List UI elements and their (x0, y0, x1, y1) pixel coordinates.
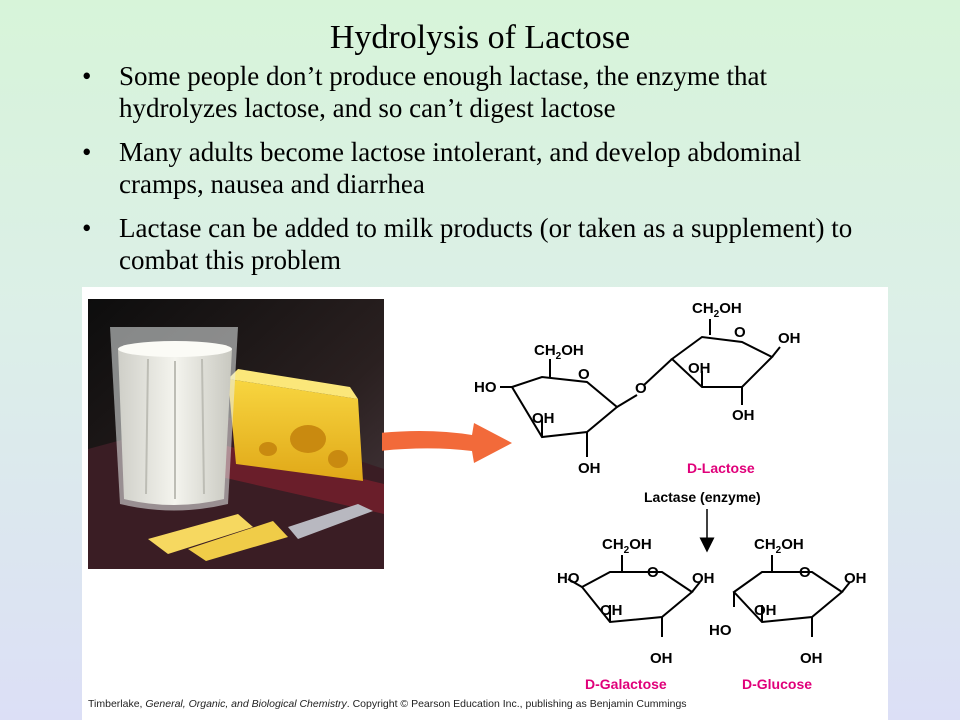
o-label: O (734, 324, 746, 341)
slide-title: Hydrolysis of Lactose (329, 19, 631, 56)
o-label: O (578, 366, 590, 383)
oh-label: OH (650, 650, 673, 667)
lactose-structure-diagram: CH2OH O HO OH OH O CH2OH O OH OH OH D-La… (382, 300, 867, 692)
galactose-label: D-Galactose (585, 676, 667, 692)
bullet-item: • Lactase can be added to milk products (… (82, 212, 862, 276)
credit-suffix: . Copyright © Pearson Education Inc., pu… (346, 698, 687, 710)
oh-label: OH (778, 330, 801, 347)
bullet-item: • Some people don’t produce enough lactas… (82, 60, 862, 124)
ch2oh-label: CH2OH (534, 342, 584, 362)
bullet-text: Lactase can be added to milk products (o… (119, 213, 853, 275)
credit-prefix: Timberlake, (88, 698, 146, 710)
bullet-dot: • (82, 213, 92, 243)
ho-label: HO (474, 379, 497, 396)
ch2oh-label: CH2OH (692, 300, 742, 320)
milk-cheese-photo (88, 299, 384, 569)
ho-label: HO (709, 622, 732, 639)
ho-label: HO (557, 570, 580, 587)
oh-label: OH (600, 602, 623, 619)
oh-label: OH (692, 570, 715, 587)
figure-credit: Timberlake, General, Organic, and Biolog… (88, 698, 687, 710)
o-label: O (635, 380, 647, 397)
enzyme-label: Lactase (enzyme) (644, 489, 761, 505)
oh-label: OH (844, 570, 867, 587)
o-label: O (799, 564, 811, 581)
glucose-label: D-Glucose (742, 676, 812, 692)
credit-title: General, Organic, and Biological Chemist… (145, 698, 347, 710)
bullet-item: • Many adults become lactose intolerant, … (82, 136, 862, 200)
lactose-hydrolysis-figure: CH2OH O HO OH OH O CH2OH O OH OH OH D-La… (82, 287, 888, 720)
bullet-dot: • (82, 137, 92, 167)
oh-label: OH (754, 602, 777, 619)
ch2oh-label: CH2OH (754, 536, 804, 556)
ch2oh-label: CH2OH (602, 536, 652, 556)
bullet-text: Many adults become lactose intolerant, a… (119, 137, 802, 199)
oh-label: OH (532, 410, 555, 427)
o-label: O (647, 564, 659, 581)
oh-label: OH (688, 360, 711, 377)
bullet-text: Some people don’t produce enough lactase… (119, 61, 768, 123)
reaction-arrow-orange (382, 423, 512, 463)
oh-label: OH (732, 407, 755, 424)
oh-label: OH (800, 650, 823, 667)
oh-label: OH (578, 460, 601, 477)
bullet-dot: • (82, 61, 92, 91)
lactose-label: D-Lactose (687, 460, 755, 476)
bullet-list: • Some people don’t produce enough lactas… (82, 60, 862, 288)
